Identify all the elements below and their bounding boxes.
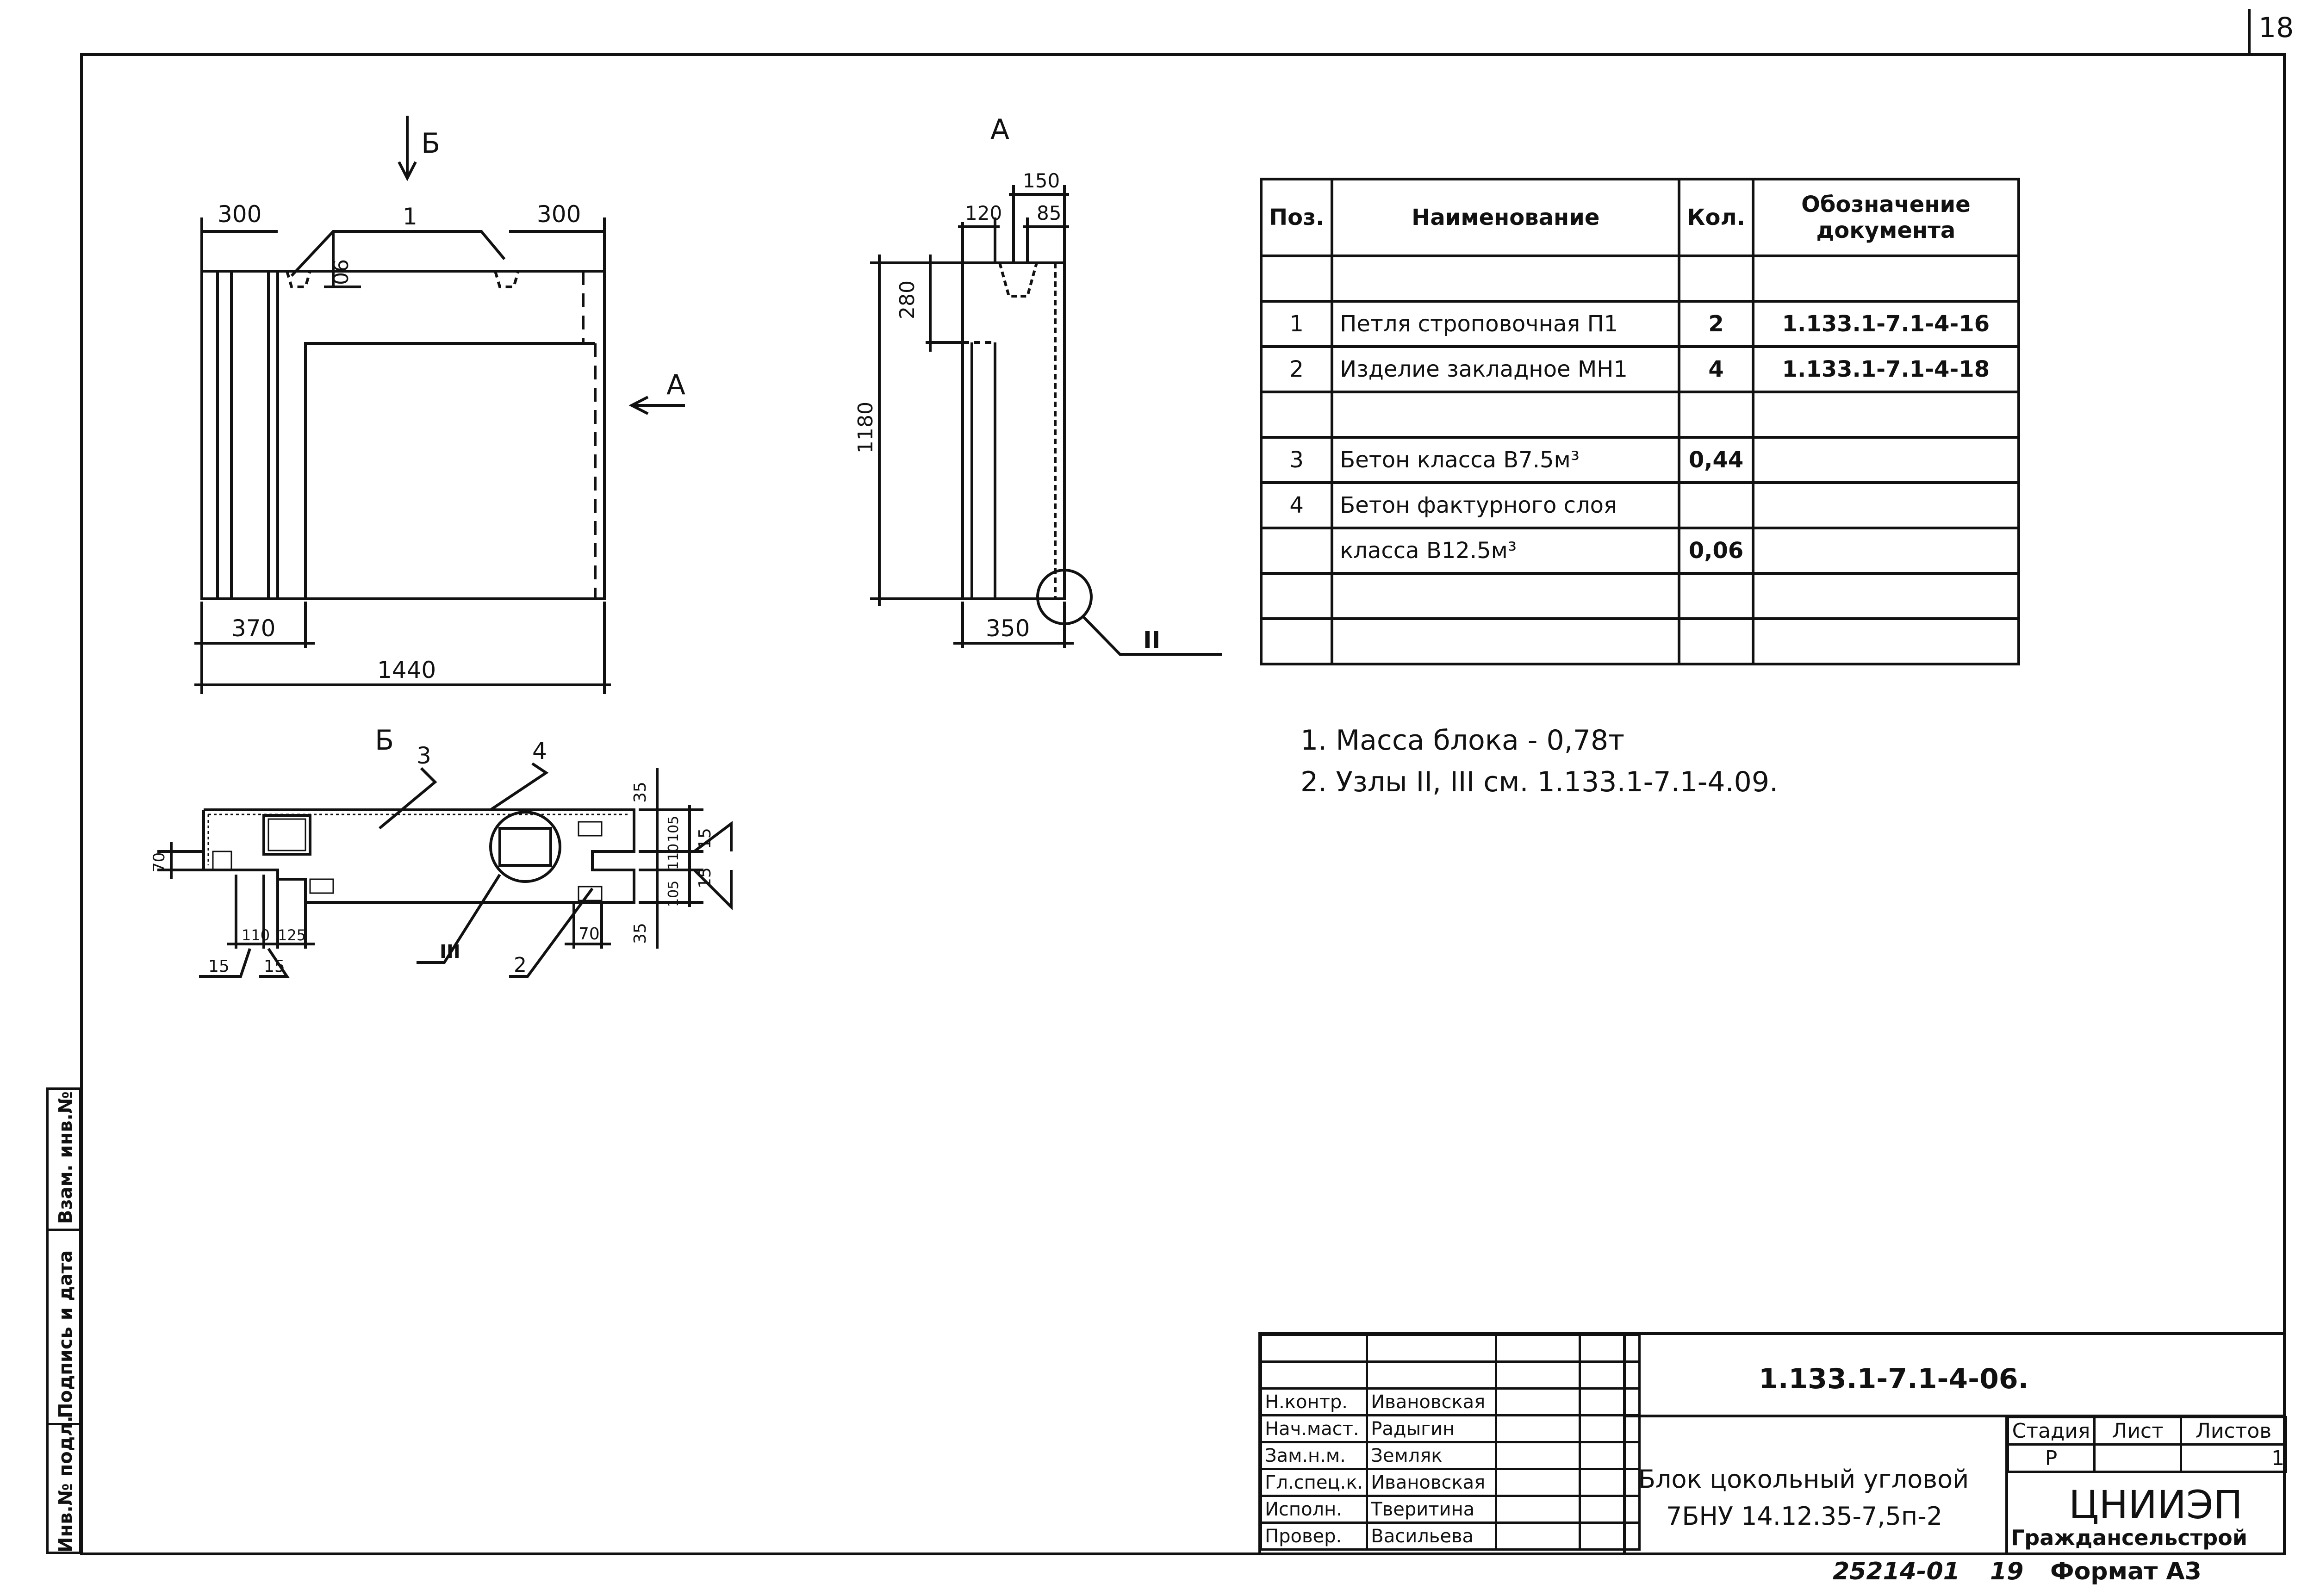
svg-text:15: 15 — [696, 867, 715, 888]
note-mass: 1. Масса блока - 0,78т — [1300, 724, 1625, 757]
svg-text:2: 2 — [514, 953, 527, 977]
svg-text:15: 15 — [208, 957, 230, 976]
col-qty-header: Кол. — [1678, 178, 1754, 257]
sheets-header: Листов — [2180, 1416, 2287, 1446]
svg-text:II: II — [1143, 627, 1160, 653]
signature-icon — [1495, 1441, 1581, 1470]
organization-name: ЦНИИЭП — [2069, 1482, 2243, 1528]
table-row — [1259, 391, 2020, 439]
specification-table: Поз. Наименование Кол. Обозначение докум… — [1259, 178, 2020, 665]
side-stamp-signature-date: Подпись и дата — [55, 1250, 76, 1418]
svg-text:110: 110 — [666, 844, 682, 870]
svg-text:1440: 1440 — [377, 657, 436, 683]
svg-text:15: 15 — [264, 957, 285, 976]
svg-text:110: 110 — [242, 926, 270, 944]
svg-text:300: 300 — [537, 201, 581, 228]
table-row — [1259, 255, 2020, 303]
stage-header: Стадия — [2007, 1416, 2096, 1446]
view-b-marker: Б — [421, 127, 440, 160]
stage-table: Стадия Лист Листов Р 1 — [2007, 1416, 2287, 1473]
staff-row: Нач.маст.Радыгин — [1259, 1414, 1641, 1443]
organization-subtitle: Граждансельстрой — [2011, 1525, 2247, 1550]
col-doc-header: Обозначение документа — [1751, 178, 2020, 257]
signature-icon — [1495, 1468, 1581, 1497]
svg-text:III: III — [440, 941, 460, 963]
signature-icon — [1495, 1495, 1581, 1524]
svg-text:70: 70 — [150, 852, 168, 872]
staff-row — [1259, 1334, 1641, 1363]
staff-row: Провер.Васильева — [1259, 1521, 1641, 1551]
svg-text:15: 15 — [696, 828, 715, 849]
svg-text:150: 150 — [1023, 169, 1060, 192]
svg-text:280: 280 — [896, 280, 919, 319]
signature-icon — [1495, 1387, 1581, 1416]
table-row — [1259, 572, 2020, 620]
staff-row: Н.контр.Ивановская — [1259, 1387, 1641, 1416]
svg-text:1: 1 — [403, 203, 417, 230]
table-row — [1259, 617, 2020, 665]
svg-text:120: 120 — [965, 202, 1002, 224]
side-stamp-inv-orig: Инв.№ подл. — [55, 1416, 76, 1553]
col-pos-header: Поз. — [1259, 178, 1334, 257]
side-stamp: Инв.№ подл. Подпись и дата Взам. инв.№ — [46, 1087, 81, 1554]
signature-icon — [1495, 1521, 1581, 1551]
sheet-frame — [80, 53, 2286, 1555]
archive-number: 25214-01 — [1833, 1558, 1960, 1585]
stage-value: Р — [2007, 1443, 2096, 1473]
sheet-value — [2093, 1443, 2182, 1473]
staff-row — [1259, 1360, 1641, 1390]
svg-text:370: 370 — [231, 615, 275, 642]
svg-text:4: 4 — [532, 738, 547, 764]
svg-text:105: 105 — [666, 816, 682, 842]
view-a-arrow-label: А — [666, 369, 685, 401]
sheet-header: Лист — [2093, 1416, 2182, 1446]
staff-row: Исполн.Тверитина — [1259, 1495, 1641, 1524]
svg-text:85: 85 — [1037, 202, 1061, 224]
staff-table: Н.контр.Ивановская Нач.маст.Радыгин Зам.… — [1259, 1334, 1641, 1551]
page-number: 19 — [1990, 1558, 2024, 1585]
svg-text:35: 35 — [631, 923, 650, 944]
elevation-outline — [200, 270, 606, 600]
svg-text:300: 300 — [218, 201, 261, 228]
view-b-title: Б — [375, 724, 394, 757]
svg-text:105: 105 — [666, 881, 682, 907]
plan-outline — [202, 808, 635, 904]
svg-text:70: 70 — [578, 925, 600, 944]
sheet-number: 18 — [2258, 12, 2294, 44]
document-title-line1: Блок цокольный угловой — [1638, 1465, 1969, 1494]
svg-text:350: 350 — [986, 615, 1030, 642]
view-a-title: А — [990, 113, 1009, 146]
svg-text:35: 35 — [631, 782, 650, 803]
svg-text:125: 125 — [278, 926, 306, 944]
side-stamp-replaced: Взам. инв.№ — [55, 1091, 76, 1224]
note-nodes: 2. Узлы II, III см. 1.133.1-7.1-4.09. — [1300, 766, 1779, 798]
document-code: 1.133.1-7.1-4-06. — [1759, 1363, 2029, 1395]
side-view-outline — [961, 261, 1066, 600]
col-name-header: Наименование — [1331, 178, 1681, 257]
signature-icon — [1495, 1414, 1581, 1443]
svg-text:3: 3 — [417, 742, 431, 769]
sheets-value: 1 — [2180, 1443, 2287, 1473]
staff-row: Гл.спец.к.Ивановская — [1259, 1468, 1641, 1497]
document-title-line2: 7БНУ 14.12.35-7,5п-2 — [1666, 1502, 1943, 1531]
svg-text:1180: 1180 — [854, 402, 877, 453]
svg-text:90: 90 — [328, 259, 352, 285]
staff-row: Зам.н.м.Земляк — [1259, 1441, 1641, 1470]
sheet-format: Формат А3 — [2050, 1558, 2202, 1585]
node-ii-callout — [1036, 569, 1093, 625]
node-iii-callout — [489, 811, 561, 883]
